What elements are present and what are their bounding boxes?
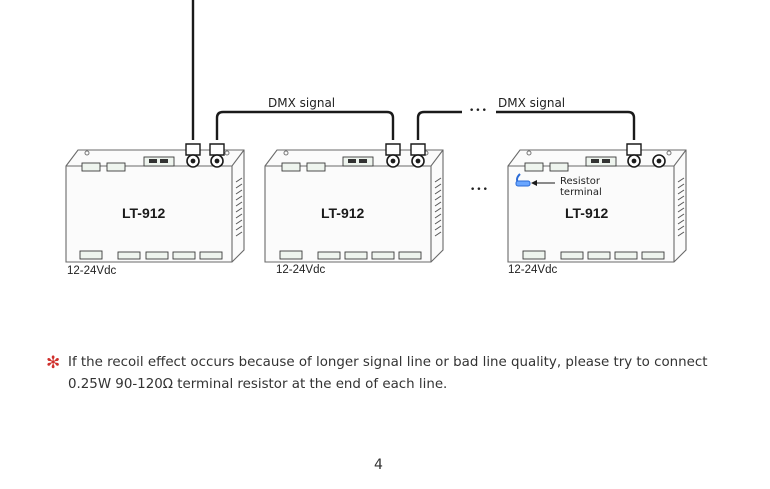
device-3-model: LT-912: [565, 205, 609, 221]
device-1-model: LT-912: [122, 205, 166, 221]
xlr-connector: [185, 143, 201, 168]
dmx-cable-2-to-3-right: [496, 110, 636, 140]
device-3: [507, 143, 687, 263]
xlr-connector: [209, 143, 225, 168]
resistor-terminal-label: Resistor terminal: [560, 176, 602, 198]
resistor-label-line2: terminal: [560, 187, 602, 198]
page-number: 4: [374, 457, 383, 473]
daisy-chain-wiring-diagram: [65, 0, 687, 263]
cable-ellipsis: •••: [469, 106, 488, 116]
dmx-cable-1-to-2: [215, 110, 395, 140]
xlr-connector: [410, 143, 426, 168]
device-1-voltage: 12-24Vdc: [67, 265, 117, 277]
xlr-output-unused: [652, 154, 666, 168]
terminal-resistor-icon: [515, 173, 555, 187]
dmx-signal-label-2: DMX signal: [498, 96, 566, 110]
device-3-voltage: 12-24Vdc: [508, 264, 558, 276]
resistor-label-line1: Resistor: [560, 176, 600, 187]
device-ellipsis: •••: [470, 185, 489, 195]
dmx-cables: [191, 0, 636, 140]
xlr-connector: [626, 143, 642, 168]
device-1: [65, 143, 245, 263]
asterisk-icon: ✻: [46, 353, 61, 373]
device-2-model: LT-912: [321, 205, 365, 221]
terminal-resistor-note: ✻ If the recoil effect occurs because of…: [46, 352, 746, 396]
dmx-cable-2-to-3-left: [416, 110, 462, 140]
device-2: [264, 143, 444, 263]
device-2-voltage: 12-24Vdc: [276, 264, 326, 276]
xlr-connector: [385, 143, 401, 168]
dmx-signal-label-1: DMX signal: [268, 96, 336, 110]
note-text: If the recoil effect occurs because of l…: [68, 355, 708, 392]
